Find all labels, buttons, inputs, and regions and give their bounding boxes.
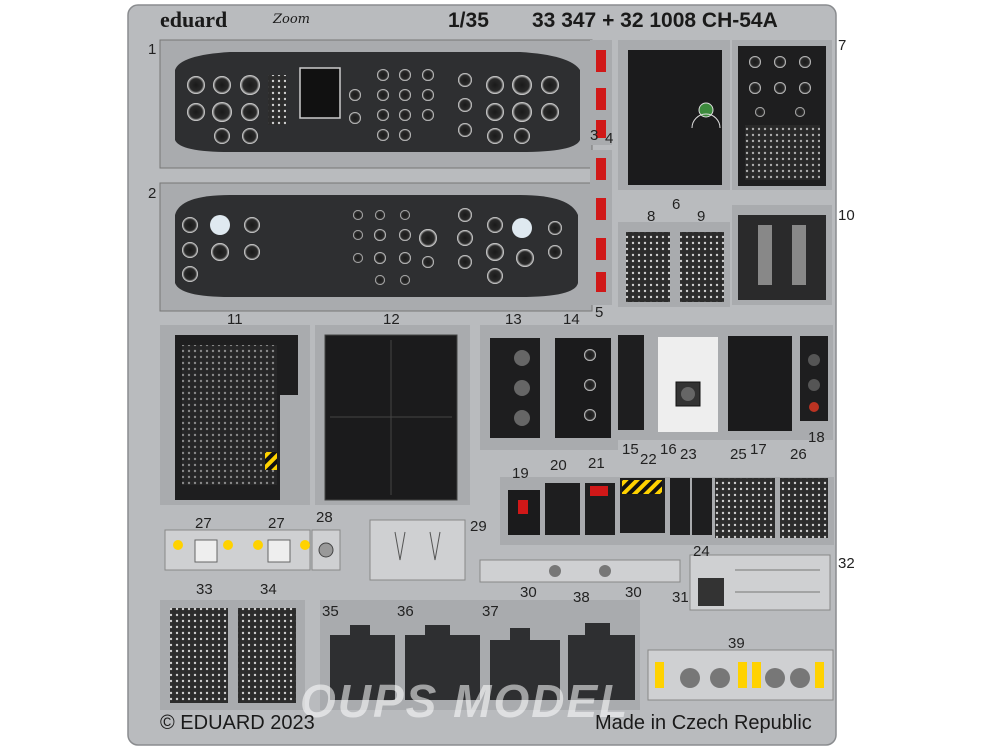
- part-number-label: 24: [693, 543, 710, 560]
- part-number-label: 7: [838, 37, 847, 54]
- part-number-label: 33: [196, 581, 213, 598]
- part-number-label: 27: [268, 515, 285, 532]
- part-30-rod: [479, 559, 681, 583]
- part-number-label: 32: [838, 555, 855, 572]
- part-1-instrument-panel: [159, 39, 593, 169]
- part-number-label: 10: [838, 207, 855, 224]
- part-number-label: 36: [397, 603, 414, 620]
- part-number-label: 27: [195, 515, 212, 532]
- part-number-label: 25: [730, 446, 747, 463]
- part-number-label: 22: [640, 451, 657, 468]
- origin-label: Made in Czech Republic: [595, 712, 812, 734]
- parts-35-38: [320, 600, 640, 710]
- part-number-label: 20: [550, 457, 567, 474]
- part-13-panel: [480, 325, 548, 450]
- part-number-label: 15: [622, 441, 639, 458]
- part-15-panel: [612, 325, 652, 440]
- brand-logo: eduard: [160, 7, 228, 32]
- part-29: [369, 519, 466, 581]
- part-39: [647, 649, 834, 701]
- part-number-label: 4: [605, 130, 614, 147]
- part-number-label: 14: [563, 311, 580, 328]
- part-number-label: 6: [672, 196, 681, 213]
- part-number-label: 26: [790, 446, 807, 463]
- zoom-logo: Zoom: [273, 12, 311, 27]
- part-number-label: 29: [470, 518, 487, 535]
- set-code-label: 33 347 + 32 1008 CH-54A: [532, 9, 778, 32]
- part-12-panel: [315, 325, 470, 505]
- parts-33-34: [160, 600, 305, 710]
- part-number-label: 13: [505, 311, 522, 328]
- parts-19-26-row: [500, 477, 834, 545]
- part-number-label: 8: [647, 208, 656, 225]
- part-11-panel: [160, 325, 310, 505]
- part-number-label: 31: [672, 589, 689, 606]
- part-14-panel: [548, 325, 618, 450]
- part-number-label: 21: [588, 455, 605, 472]
- watermark: OUPS MODEL: [300, 675, 630, 727]
- part-number-label: 12: [383, 311, 400, 328]
- parts-8-9-switch-panels: [618, 222, 730, 307]
- part-number-label: 16: [660, 441, 677, 458]
- parts-3-4-5-strips: [590, 40, 612, 305]
- part-number-label: 28: [316, 509, 333, 526]
- part-number-label: 5: [595, 304, 604, 321]
- part-number-label: 2: [148, 185, 157, 202]
- part-number-label: 34: [260, 581, 277, 598]
- part-number-label: 11: [227, 311, 243, 328]
- part-6-panel: [618, 40, 730, 190]
- part-number-label: 9: [697, 208, 706, 225]
- part-2-instrument-panel: [159, 182, 593, 312]
- part-18-panel: [795, 325, 833, 440]
- part-number-label: 1: [148, 41, 157, 58]
- scale-label: 1/35: [448, 9, 489, 32]
- copyright-label: © EDUARD 2023: [160, 712, 315, 734]
- part-number-label: 23: [680, 446, 697, 463]
- part-number-label: 35: [322, 603, 339, 620]
- parts-31-32: [689, 554, 831, 611]
- part-number-label: 30: [520, 584, 537, 601]
- part-number-label: 30: [625, 584, 642, 601]
- part-number-label: 39: [728, 635, 745, 652]
- part-number-label: 3: [590, 127, 599, 144]
- parts-27-28: [164, 529, 341, 571]
- part-number-label: 19: [512, 465, 529, 482]
- part-7-panel: [732, 40, 832, 190]
- part-number-label: 37: [482, 603, 499, 620]
- part-17-panel: [722, 325, 797, 440]
- part-number-label: 17: [750, 441, 767, 458]
- part-10-console: [732, 205, 832, 305]
- part-number-label: 38: [573, 589, 590, 606]
- part-number-label: 18: [808, 429, 825, 446]
- part-16-panel: [652, 325, 724, 440]
